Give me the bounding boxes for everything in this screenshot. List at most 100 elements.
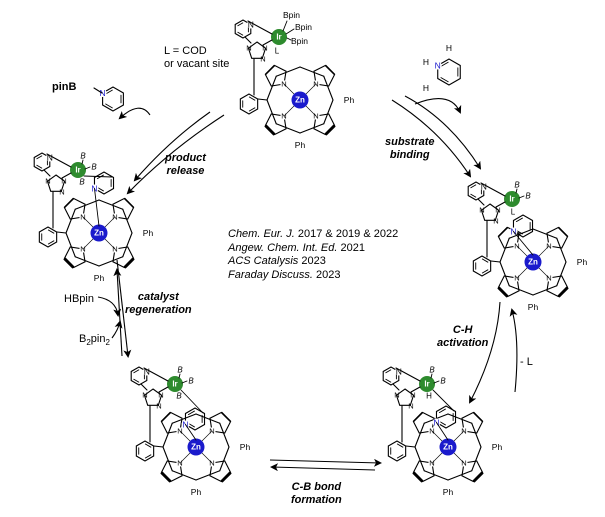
bond-line	[481, 269, 489, 274]
boryl-label: B	[80, 152, 86, 161]
bond-line	[83, 175, 113, 178]
zinc-atom	[524, 253, 542, 271]
ring	[382, 366, 400, 386]
bond-line	[248, 107, 256, 112]
zinc-atom	[90, 224, 108, 242]
phenyl-label: Ph	[528, 302, 539, 312]
bond-line	[324, 64, 336, 76]
step-catalyst-regeneration-line1: catalyst	[137, 291, 179, 303]
bond-line	[123, 197, 135, 209]
pyridine-n-label: N	[248, 20, 254, 30]
triazole-n-label: N	[59, 188, 64, 197]
bond-line	[286, 37, 292, 41]
ring	[437, 58, 461, 86]
bond-line	[219, 446, 230, 472]
boryl-label: B	[440, 377, 446, 386]
zinc-label: Zn	[295, 96, 305, 105]
bond-line	[262, 39, 273, 46]
bond-line	[285, 28, 295, 35]
bond-line	[178, 373, 181, 379]
bond-line	[557, 286, 569, 298]
ligand-l-label: L	[275, 47, 280, 56]
zinc-label: Zn	[191, 443, 201, 452]
bond-line	[481, 258, 489, 263]
bond-line	[430, 373, 433, 379]
bond-line	[513, 231, 534, 256]
step-substrate-binding-line2: binding	[389, 149, 430, 161]
zinc-atom	[439, 438, 457, 456]
step-ch-activation: C-H activation	[437, 324, 488, 350]
triazole-n-label: N	[158, 391, 163, 400]
bond-line	[158, 386, 169, 393]
bond-line	[180, 389, 204, 414]
ring	[33, 152, 51, 172]
bond-line	[160, 411, 172, 423]
arrow-product-out	[118, 107, 151, 120]
pyridine-n-label: N	[47, 153, 53, 163]
bond-line	[219, 422, 230, 448]
n-mask	[142, 367, 151, 376]
bond-line	[392, 383, 400, 391]
bond-line	[323, 75, 334, 101]
triazole-n-label: N	[493, 217, 498, 226]
arrow-cb-formation	[269, 458, 382, 467]
pyridine-n-label: N	[435, 61, 441, 71]
triazole-n-label: N	[394, 391, 399, 400]
bond-line	[266, 75, 277, 101]
step-product-release-line1: product	[165, 152, 206, 164]
bond-line	[275, 66, 301, 77]
bond-line	[532, 228, 558, 239]
bond-line	[412, 471, 424, 483]
boryl-label: B	[176, 392, 182, 401]
boryl-label: B	[514, 181, 520, 190]
bond-line	[436, 422, 449, 441]
ring	[143, 388, 163, 406]
ring	[467, 181, 485, 201]
pyridine-n-label: N	[396, 367, 402, 377]
h-label: H	[446, 43, 452, 53]
bond-line	[195, 470, 221, 481]
iridium-label: Ir	[276, 33, 281, 42]
bond-line	[299, 123, 325, 134]
cycle-arrows	[97, 95, 518, 472]
bond-line	[477, 198, 485, 206]
ring	[247, 41, 267, 59]
zinc-label: Zn	[443, 443, 453, 452]
boryl-label: B	[525, 192, 531, 201]
phenyl-label: Ph	[191, 487, 202, 497]
bpin-label: Bpin	[295, 22, 312, 32]
bond-line	[264, 64, 276, 76]
arrow-substrate-binding-2	[404, 95, 482, 170]
step-catalyst-regeneration: catalyst regeneration	[125, 291, 192, 317]
bond-line	[65, 208, 76, 234]
triazole-n-label: N	[408, 402, 413, 411]
phenyl-label: Ph	[577, 257, 588, 267]
arrow-product-release	[126, 114, 225, 195]
step-substrate-binding-line1: substrate	[385, 136, 435, 148]
bond-line	[162, 422, 173, 448]
reference-3: ACS Catalysis 2023	[228, 255, 326, 267]
iridium-label: Ir	[172, 380, 177, 389]
boryl-label: B	[79, 178, 85, 187]
zinc-label: Zn	[528, 258, 538, 267]
bond-line	[414, 422, 425, 448]
bond-line	[98, 256, 124, 267]
bond-line	[264, 124, 276, 136]
step-cb-bond-formation-line2: formation	[291, 494, 342, 506]
b2pin2-sub1: 2	[86, 338, 91, 348]
bond-line	[323, 99, 334, 125]
bond-line	[171, 413, 197, 424]
bond-line	[471, 422, 482, 448]
n-mask	[98, 89, 107, 97]
bond-line	[220, 471, 232, 483]
bond-line	[385, 369, 392, 374]
n-mask	[394, 367, 403, 376]
bond-line	[515, 217, 523, 223]
phenyl-label: Ph	[492, 442, 503, 452]
bond-line	[499, 237, 510, 263]
bond-line	[74, 256, 100, 267]
